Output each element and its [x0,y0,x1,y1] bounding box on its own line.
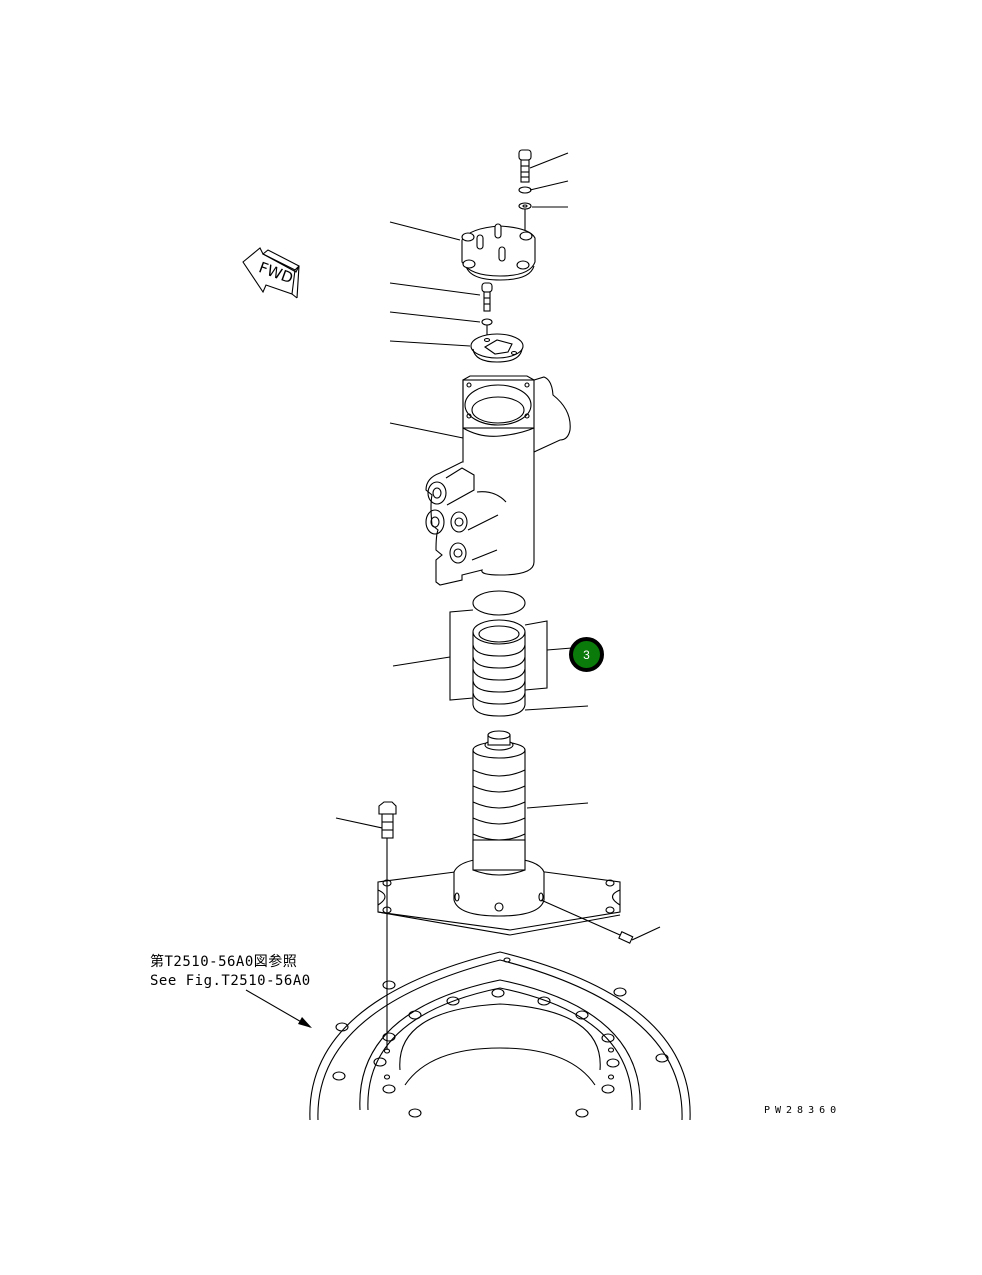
swing-circle [309,951,691,1121]
grease-fitting [540,899,634,944]
callout-number: 3 [583,647,590,662]
callout-3[interactable]: 3 [569,637,604,672]
bolt-holes [332,957,669,1118]
leader-lines [335,152,661,941]
reference-note-en: See Fig.T2510-56A0 [150,973,311,989]
bracket-bolt [378,801,397,1050]
reference-note-jp: 第T2510-56A0図参照 [150,954,298,970]
top-bolt [518,149,532,230]
reference-note: 第T2510-56A0図参照 See Fig.T2510-56A0 [150,953,311,991]
seal-ring-set [449,590,548,717]
swivel-body [425,375,571,586]
reference-arrow [245,989,312,1028]
mid-bolt [481,282,493,338]
drawing-id: PW28360 [764,1105,842,1116]
cover [461,223,536,281]
forward-arrow-icon: FWD [242,247,300,299]
plate [470,333,524,363]
bracket [377,839,621,936]
